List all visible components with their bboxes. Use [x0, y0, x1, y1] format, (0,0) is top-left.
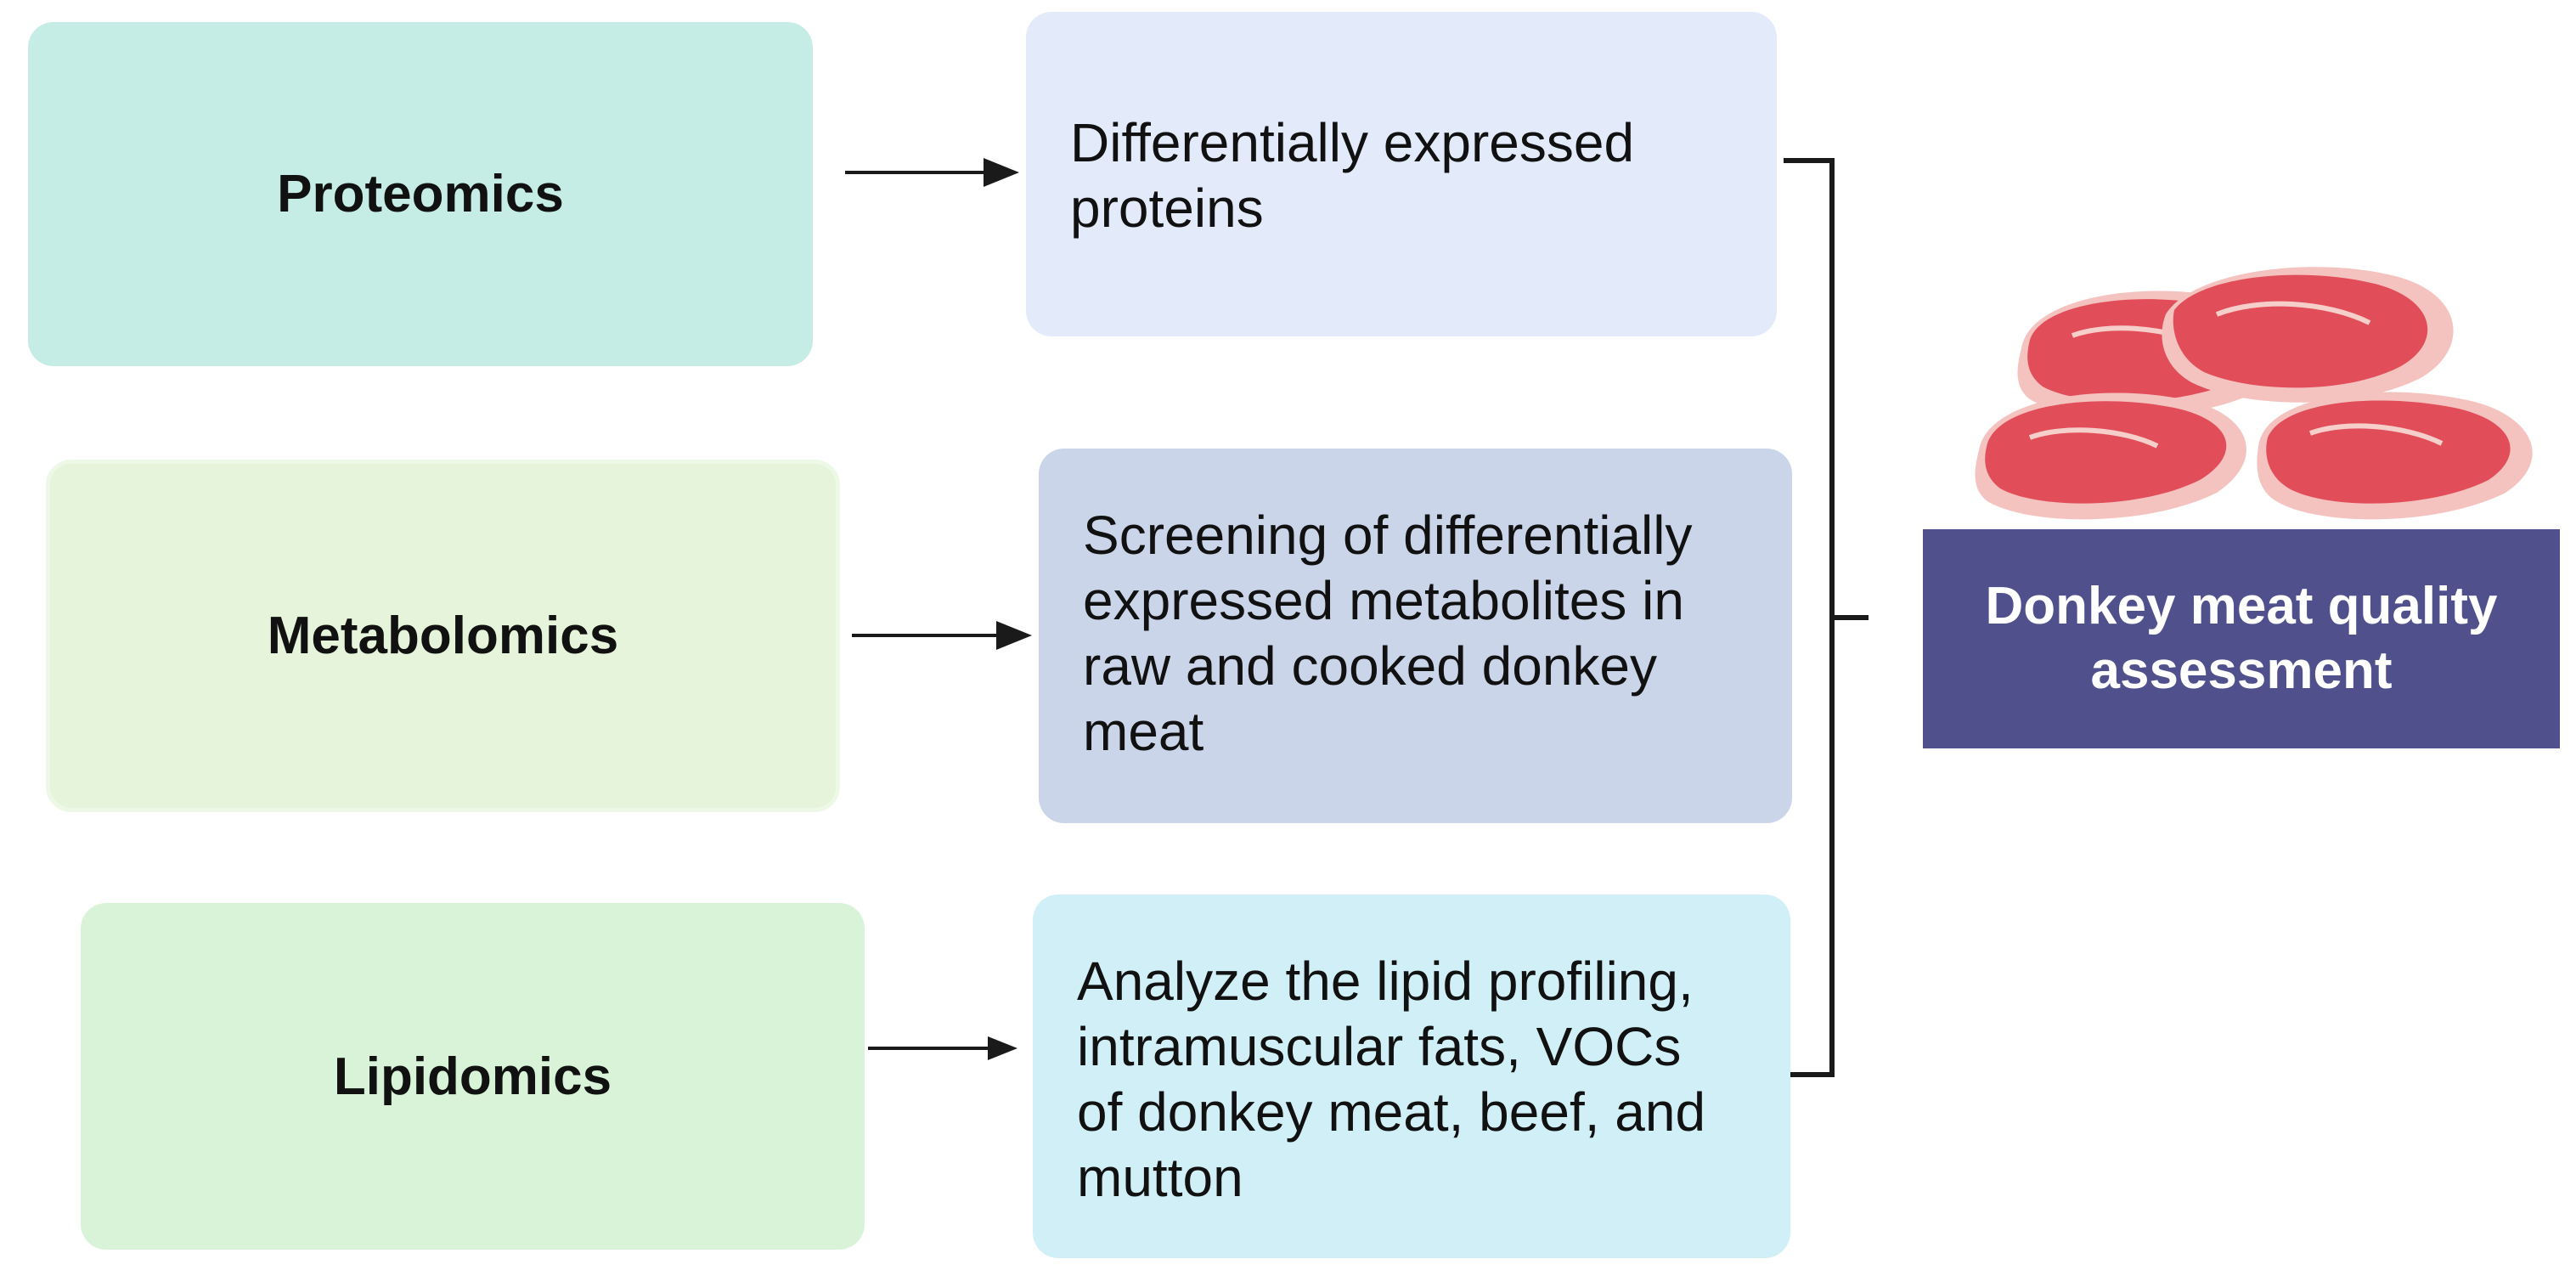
outcome-line: proteins: [1070, 178, 1264, 239]
omics-label-proteomics: Proteomics: [277, 165, 564, 223]
outcome-box-proteins: Differentially expressed proteins: [1026, 12, 1777, 336]
outcome-box-lipids: Analyze the lipid profiling,intramuscula…: [1033, 895, 1790, 1258]
outcome-line: mutton: [1077, 1147, 1243, 1208]
omics-box-lipidomics: Lipidomics: [81, 903, 865, 1250]
steak-front-left: [1975, 392, 2246, 520]
outcome-line: Differentially expressed: [1070, 112, 1635, 173]
omics-label-metabolomics: Metabolomics: [267, 607, 619, 665]
omics-box-metabolomics: Metabolomics: [46, 460, 840, 812]
result-title-line: Donkey meat quality: [1985, 577, 2498, 635]
result-box: Donkey meat quality assessment: [1923, 529, 2560, 748]
outcome-line: Analyze the lipid profiling,: [1077, 951, 1694, 1012]
omics-box-proteomics: Proteomics: [28, 22, 813, 366]
outcome-line: of donkey meat, beef, and: [1077, 1081, 1706, 1143]
arrow-proteomics: [845, 158, 1019, 187]
bracket-connector: [1784, 158, 1869, 1077]
steak-front-right: [2257, 392, 2533, 520]
raw-meat-steaks-icon: [1975, 267, 2533, 520]
outcome-line: meat: [1083, 701, 1204, 762]
arrow-lipidomics: [868, 1036, 1017, 1060]
outcome-line: intramuscular fats, VOCs: [1077, 1016, 1682, 1077]
steak-back-right: [2162, 267, 2454, 403]
result-title-line: assessment: [2090, 641, 2393, 700]
outcome-line: raw and cooked donkey: [1083, 635, 1657, 697]
outcome-line: Screening of differentially: [1083, 505, 1693, 566]
omics-label-lipidomics: Lipidomics: [333, 1047, 612, 1106]
outcome-line: expressed metabolites in: [1083, 570, 1684, 631]
arrow-metabolomics: [852, 621, 1032, 650]
